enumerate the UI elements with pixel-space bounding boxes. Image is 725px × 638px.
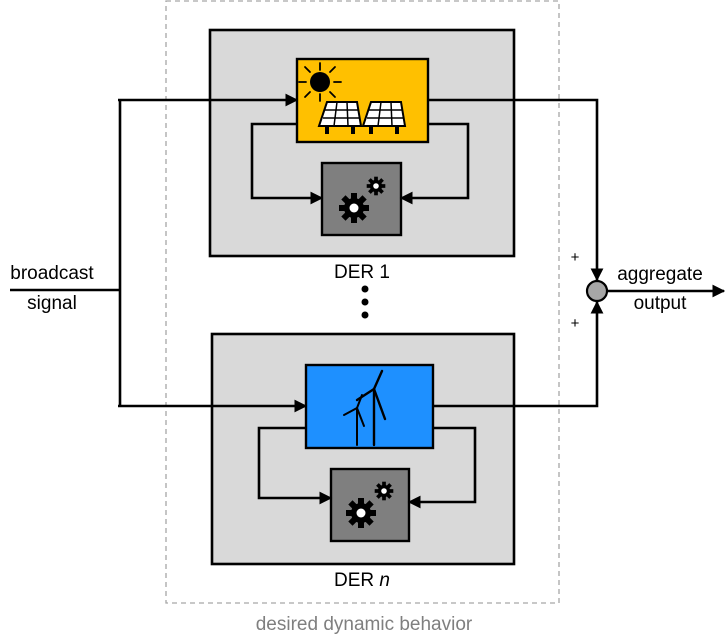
der-n-controller xyxy=(329,467,411,543)
der-n-block: DER n xyxy=(210,332,516,591)
signal-wires xyxy=(10,93,725,509)
desired-behavior-caption: desired dynamic behavior xyxy=(256,614,473,635)
der-1-block: DER 1 xyxy=(208,28,516,283)
plus-sign-top: + xyxy=(571,249,580,266)
summing-junction xyxy=(585,279,609,303)
solar-panel-icon xyxy=(295,57,430,144)
aggregate-label-line-1: aggregate xyxy=(617,264,703,285)
der-1-label: DER 1 xyxy=(334,262,390,283)
desired-behavior-region xyxy=(165,0,560,604)
plus-sign-bottom: + xyxy=(571,315,580,332)
wind-turbine-icon xyxy=(304,363,435,450)
aggregate-label-line-2: output xyxy=(634,293,688,314)
vertical-ellipsis-icon xyxy=(361,285,369,319)
broadcast-label-line-1: broadcast xyxy=(10,263,94,284)
der-n-label: DER n xyxy=(334,570,390,591)
der-1-controller xyxy=(320,161,403,237)
broadcast-label-line-2: signal xyxy=(27,293,77,314)
